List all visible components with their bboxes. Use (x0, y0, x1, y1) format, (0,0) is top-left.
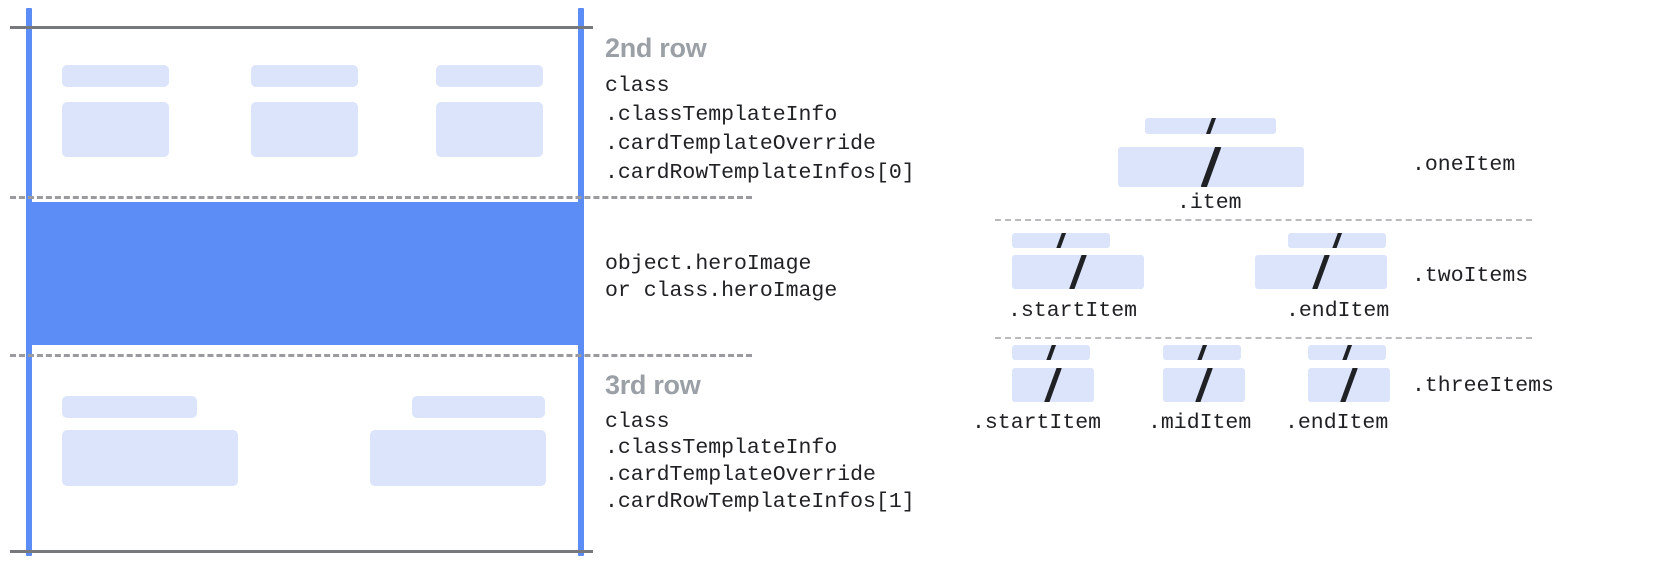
row2-code-line-3: .cardTemplateOverride (605, 132, 876, 156)
threeitems-miditem-body-box (1163, 368, 1245, 402)
threeitems-miditem-title-box (1163, 345, 1241, 360)
slash-mark-icon (1331, 233, 1343, 248)
row3-code-line-4: .cardRowTemplateInfos[1] (605, 490, 915, 514)
card-right-edge-guide (578, 8, 584, 556)
row2-col1-title-placeholder (62, 65, 169, 87)
slash-mark-icon (1195, 368, 1213, 402)
row3-col2-body-placeholder (370, 430, 546, 486)
twoitems-group-label: .twoItems (1412, 264, 1529, 288)
slash-mark-icon (1045, 345, 1057, 360)
slash-mark-icon (1341, 345, 1353, 360)
card-bottom-border (10, 550, 593, 553)
oneitem-item-body-box (1118, 147, 1304, 187)
row2-code-line-1: class (605, 74, 670, 98)
threeitems-startitem-label: .startItem (972, 411, 1102, 435)
row3-code-line-2: .classTemplateInfo (605, 436, 838, 460)
twoitems-threeitems-divider (995, 337, 1532, 339)
row3-title: 3rd row (605, 370, 701, 400)
row3-code-line-1: class (605, 410, 670, 434)
slash-mark-icon (1196, 345, 1208, 360)
twoitems-startitem-body-box (1012, 255, 1144, 289)
row3-code-line-3: .cardTemplateOverride (605, 463, 876, 487)
oneitem-item-title-box (1145, 118, 1276, 134)
twoitems-startitem-title-box (1012, 233, 1110, 248)
row2-title: 2nd row (605, 33, 707, 63)
twoitems-enditem-title-box (1288, 233, 1386, 248)
row2-code-line-2: .classTemplateInfo (605, 103, 838, 127)
slash-mark-icon (1044, 368, 1062, 402)
hero-code-line-1: object.heroImage (605, 252, 812, 276)
oneitem-group-label: .oneItem (1412, 153, 1516, 177)
threeitems-miditem-label: .midItem (1148, 411, 1252, 435)
row3-col2-title-placeholder (412, 396, 545, 418)
oneitem-item-label: .item (1177, 191, 1242, 215)
threeitems-enditem-label: .endItem (1285, 411, 1389, 435)
threeitems-group-label: .threeItems (1412, 374, 1554, 398)
slash-mark-icon (1069, 255, 1087, 289)
row2-col1-body-placeholder (62, 102, 169, 157)
threeitems-enditem-body-box (1308, 368, 1390, 402)
row2-col2-body-placeholder (251, 102, 358, 157)
row2-col3-title-placeholder (436, 65, 543, 87)
slash-mark-icon (1204, 118, 1217, 134)
slash-mark-icon (1055, 233, 1067, 248)
hero-image-band (32, 202, 579, 345)
hero-code-line-2: or class.heroImage (605, 279, 838, 303)
row2-col3-body-placeholder (436, 102, 543, 157)
slash-mark-icon (1200, 147, 1222, 187)
twoitems-startitem-label: .startItem (1008, 299, 1138, 323)
slash-mark-icon (1340, 368, 1358, 402)
row2-code-line-4: .cardRowTemplateInfos[0] (605, 161, 915, 185)
threeitems-startitem-title-box (1012, 345, 1090, 360)
twoitems-enditem-label: .endItem (1286, 299, 1390, 323)
twoitems-enditem-body-box (1255, 255, 1387, 289)
row3-col1-title-placeholder (62, 396, 197, 418)
card-left-edge-guide (26, 8, 32, 556)
row3-col1-body-placeholder (62, 430, 238, 486)
slash-mark-icon (1312, 255, 1330, 289)
oneitem-twoitems-divider (995, 219, 1532, 221)
hero-row3-divider (10, 354, 752, 357)
threeitems-startitem-body-box (1012, 368, 1094, 402)
row2-hero-divider (10, 196, 752, 199)
card-top-border (10, 26, 593, 29)
row2-col2-title-placeholder (251, 65, 358, 87)
threeitems-enditem-title-box (1308, 345, 1386, 360)
